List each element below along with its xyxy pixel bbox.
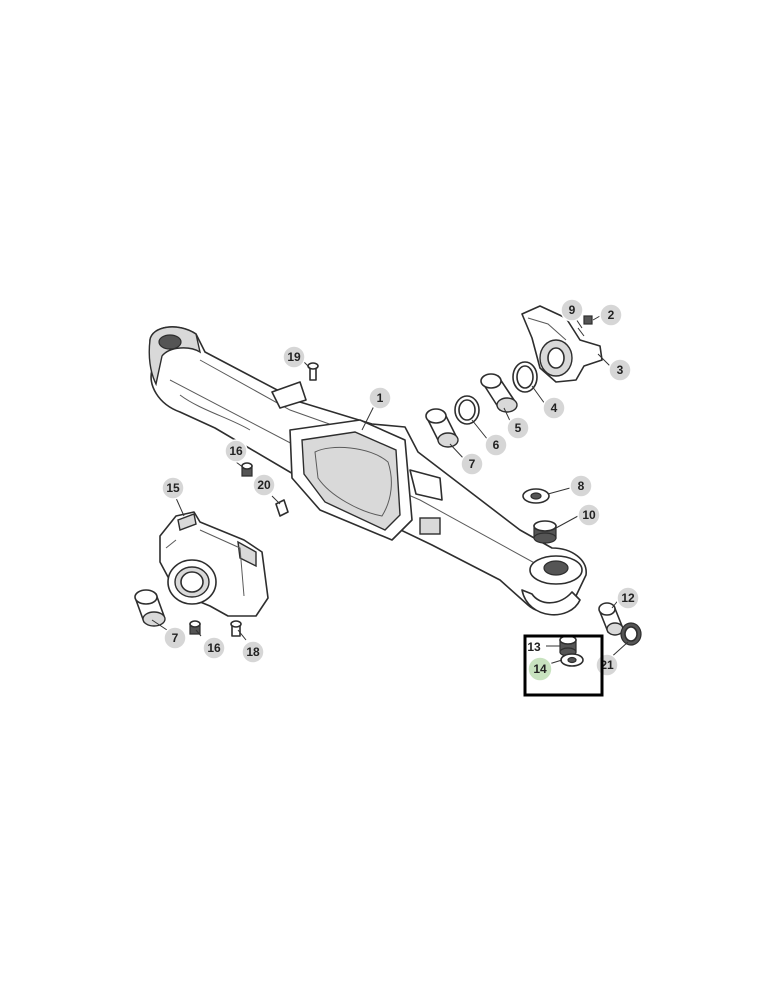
svg-text:5: 5 xyxy=(515,421,522,435)
svg-text:3: 3 xyxy=(617,363,624,377)
svg-text:14: 14 xyxy=(533,662,547,676)
bush-7-left xyxy=(134,589,166,627)
svg-text:7: 7 xyxy=(469,457,476,471)
final-drive-housing xyxy=(159,511,269,617)
svg-text:9: 9 xyxy=(569,303,576,317)
callout-13: 13 xyxy=(527,640,541,654)
svg-text:20: 20 xyxy=(257,478,271,492)
bush-10 xyxy=(533,520,557,544)
callout-19: 19 xyxy=(282,345,306,369)
callout-10: 10 xyxy=(577,503,601,527)
bolt-9 xyxy=(577,327,585,337)
highlight-frame xyxy=(523,634,604,697)
callout-14-highlighted: 14 xyxy=(527,656,553,682)
callout-5: 5 xyxy=(506,416,530,440)
svg-text:16: 16 xyxy=(207,641,221,655)
bolt-19 xyxy=(307,362,319,381)
callout-4: 4 xyxy=(542,396,566,420)
svg-text:13: 13 xyxy=(527,640,541,654)
bush-13 xyxy=(559,635,577,657)
svg-text:12: 12 xyxy=(621,591,635,605)
callout-3: 3 xyxy=(608,358,632,382)
bush-12 xyxy=(598,602,624,636)
callout-6: 6 xyxy=(484,433,508,457)
svg-text:8: 8 xyxy=(578,479,585,493)
nut-2 xyxy=(583,315,593,325)
svg-text:1: 1 xyxy=(377,391,384,405)
svg-text:19: 19 xyxy=(287,350,301,364)
bolt-18 xyxy=(230,620,242,637)
callout-21: 21 xyxy=(595,653,619,677)
washer-14 xyxy=(560,653,584,667)
callout-9: 9 xyxy=(560,298,584,322)
nut-16b xyxy=(189,620,201,635)
pin-20 xyxy=(275,499,289,517)
callout-16-lower: 16 xyxy=(202,636,226,660)
callout-7-right: 7 xyxy=(460,452,484,476)
callout-1: 1 xyxy=(368,386,392,410)
seal-21 xyxy=(620,622,642,646)
bush-5 xyxy=(480,373,518,413)
washer-8 xyxy=(522,488,550,504)
callout-7-left: 7 xyxy=(163,626,187,650)
svg-text:6: 6 xyxy=(493,438,500,452)
bush-7 xyxy=(425,408,459,448)
callout-12: 12 xyxy=(616,586,640,610)
callout-2: 2 xyxy=(599,303,623,327)
callout-18: 18 xyxy=(241,640,265,664)
svg-text:15: 15 xyxy=(166,481,180,495)
axle-housing xyxy=(148,326,587,616)
ring-6 xyxy=(454,395,480,425)
callout-20: 20 xyxy=(252,473,276,497)
callout-8: 8 xyxy=(569,474,593,498)
nut-16a xyxy=(241,462,253,477)
svg-text:4: 4 xyxy=(551,401,558,415)
svg-text:7: 7 xyxy=(172,631,179,645)
pivot-bracket xyxy=(521,305,603,383)
svg-text:16: 16 xyxy=(229,444,243,458)
svg-text:10: 10 xyxy=(582,508,596,522)
callout-15: 15 xyxy=(161,476,185,500)
ring-4 xyxy=(512,361,538,393)
callout-16-upper: 16 xyxy=(224,439,248,463)
svg-text:21: 21 xyxy=(600,658,614,672)
svg-text:18: 18 xyxy=(246,645,260,659)
svg-text:2: 2 xyxy=(608,308,615,322)
